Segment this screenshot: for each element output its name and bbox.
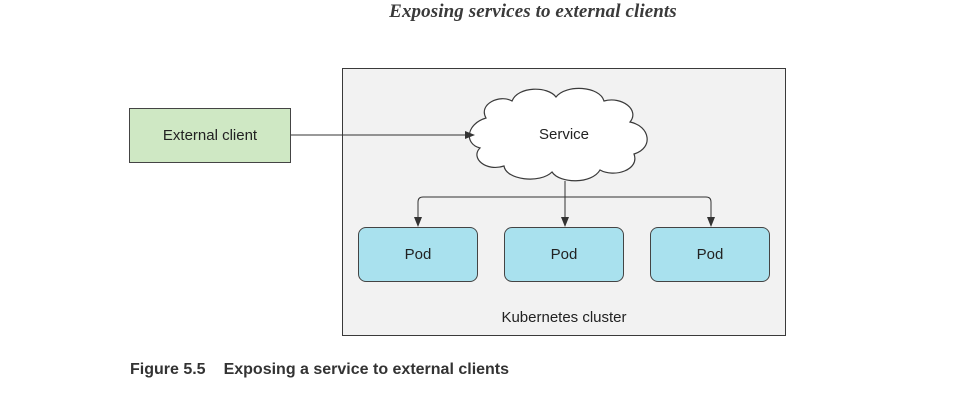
external-client-box: External client — [129, 108, 291, 163]
figure-number: Figure 5.5 — [130, 361, 206, 378]
service-label: Service — [538, 126, 590, 143]
page-header-title: Exposing services to external clients — [389, 1, 677, 22]
pod-label: Pod — [696, 246, 724, 263]
pod-box-center: Pod — [504, 227, 624, 282]
external-client-label: External client — [162, 127, 258, 144]
figure-caption-text: Exposing a service to external clients — [223, 361, 510, 378]
kubernetes-cluster-box — [342, 68, 786, 336]
kubernetes-cluster-label: Kubernetes cluster — [501, 309, 627, 326]
figure-caption: Figure 5.5 Exposing a service to external… — [130, 361, 509, 379]
pod-label: Pod — [404, 246, 432, 263]
pod-box-right: Pod — [650, 227, 770, 282]
pod-label: Pod — [550, 246, 578, 263]
pod-box-left: Pod — [358, 227, 478, 282]
